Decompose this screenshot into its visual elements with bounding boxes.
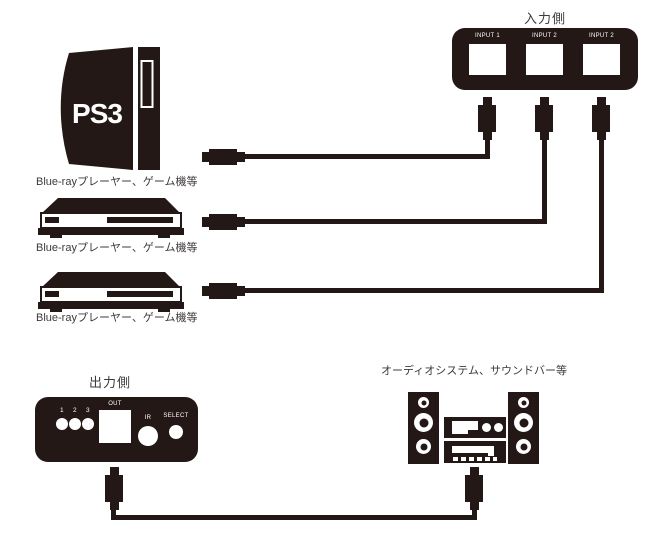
channel-2-led (69, 418, 81, 430)
unit-button-5 (485, 457, 490, 461)
audio-system-caption: オーディオシステム、サウンドバー等 (381, 365, 567, 377)
optical-cable-2-riser (542, 138, 547, 224)
ps3-illustration (60, 47, 160, 170)
bluray-player-1-illustration (38, 198, 184, 238)
input-port-1 (469, 44, 506, 75)
receiver-unit (444, 417, 506, 438)
output-cable-drop (111, 508, 116, 520)
optical-cable-2 (244, 219, 545, 224)
optical-connector-ps3 (202, 149, 245, 165)
channel-3-label: 3 (86, 407, 90, 414)
source-caption-2: Blue-rayプレーヤー、ゲーム機等 (36, 242, 198, 254)
audio-cable-drop (472, 508, 477, 520)
disc-tray (452, 446, 494, 453)
bluray-player-2-illustration (38, 272, 184, 312)
optical-connector-output (105, 467, 123, 510)
unit-button-6 (493, 457, 497, 461)
out-port (99, 410, 131, 443)
input-port-3-label: INPUT 2 (589, 33, 614, 39)
channel-3-led (82, 418, 94, 430)
ir-receiver (138, 426, 158, 446)
player-unit (444, 441, 506, 463)
optical-cable-3-riser (599, 138, 604, 293)
right-speaker (508, 392, 539, 464)
input-port-1-label: INPUT 1 (475, 33, 500, 39)
optical-connector-input-2 (535, 97, 553, 140)
optical-connector-input-3 (592, 97, 610, 140)
out-port-label: OUT (108, 401, 122, 407)
input-port-2-label: INPUT 2 (532, 33, 557, 39)
optical-connector-player-2 (202, 283, 245, 299)
disc-tray-notch (488, 453, 494, 456)
optical-cable-1 (244, 154, 488, 159)
unit-button-1 (453, 457, 458, 461)
input-port-3 (583, 44, 620, 75)
optical-cable-3 (244, 288, 604, 293)
select-button (169, 425, 183, 439)
receiver-display (452, 421, 478, 434)
unit-button-2 (461, 457, 466, 461)
select-button-label: SELECT (163, 413, 189, 419)
receiver-knob-1 (482, 423, 491, 432)
unit-button-4 (477, 457, 482, 461)
output-cable (111, 515, 477, 520)
optical-connector-audio (465, 467, 483, 510)
receiver-display-segment (468, 430, 478, 434)
source-caption-3: Blue-rayプレーヤー、ゲーム機等 (36, 312, 198, 324)
optical-connector-input-1 (478, 97, 496, 140)
source-caption-1: Blue-rayプレーヤー、ゲーム機等 (36, 176, 198, 188)
receiver-knob-2 (494, 423, 503, 432)
output-panel-title: 出力側 (88, 375, 131, 390)
optical-cable-1-riser (485, 138, 490, 159)
output-panel: 1 2 3 OUT IR SELECT (35, 397, 198, 462)
ir-label: IR (144, 415, 152, 421)
left-speaker (408, 392, 439, 464)
input-panel: INPUT 1 INPUT 2 INPUT 2 (452, 28, 638, 90)
input-panel-title: 入力側 (523, 11, 566, 26)
ps3-logo-text: PS3 (72, 98, 123, 129)
input-port-2 (526, 44, 563, 75)
channel-2-label: 2 (73, 407, 77, 414)
optical-connector-player-1 (202, 214, 245, 230)
unit-button-3 (469, 457, 474, 461)
channel-1-label: 1 (60, 407, 64, 414)
channel-1-led (56, 418, 68, 430)
